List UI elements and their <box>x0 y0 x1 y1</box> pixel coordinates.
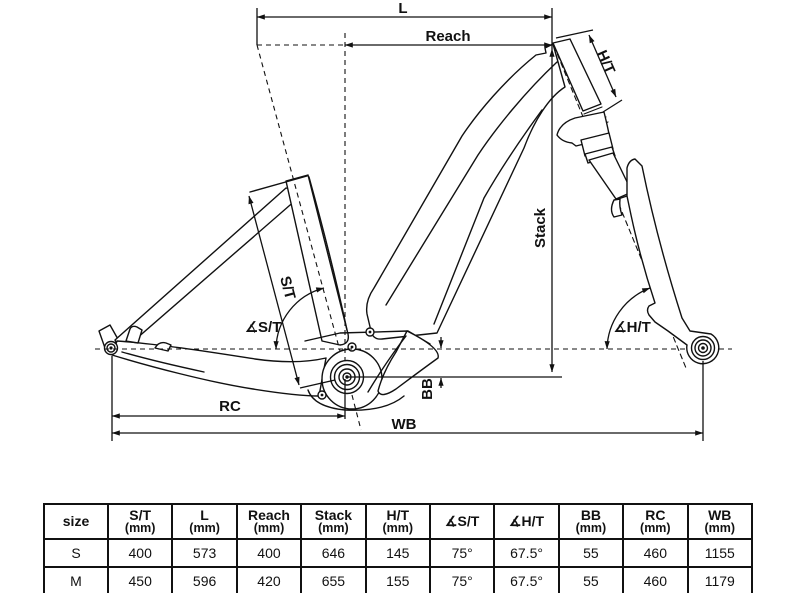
frame-geometry-diagram: L Reach H/T Stack S/T ∡S/T ∡H/T BB RC WB <box>95 0 732 441</box>
table-cell: 460 <box>622 538 689 568</box>
seat-tube-axis-dashed <box>256 44 362 431</box>
table-cell: 67.5° <box>493 538 560 568</box>
motor-fin <box>377 330 439 396</box>
table-cell: 420 <box>235 566 303 593</box>
dim-ht <box>588 34 617 98</box>
seat-tube <box>285 174 350 346</box>
table-row-size-s: S 400 573 400 646 145 75° 67.5° 55 460 1… <box>43 538 754 568</box>
table-cell: S <box>43 538 109 568</box>
table-cell: 400 <box>235 538 303 568</box>
table-header-row: size S/T(mm) L(mm) Reach(mm) Stack(mm) H… <box>43 503 754 540</box>
label-bb: BB <box>419 378 436 400</box>
motor-swoosh <box>367 335 407 393</box>
col-header-stack: Stack(mm) <box>300 503 367 540</box>
front-axle-hub <box>690 335 716 361</box>
col-header-st: S/T(mm) <box>106 503 174 540</box>
dim-angle-ht-arc <box>604 287 651 350</box>
table-cell: 145 <box>364 538 431 568</box>
label-rc: RC <box>219 398 241 415</box>
seat-tube-bevel <box>308 176 348 331</box>
table-cell: 75° <box>428 538 496 568</box>
table-cell: 1155 <box>686 538 754 568</box>
table-cell: 400 <box>106 538 174 568</box>
table-cell: 55 <box>557 538 625 568</box>
kickstand-mount <box>125 325 143 344</box>
table-cell: 646 <box>300 538 367 568</box>
col-header-l: L(mm) <box>171 503 238 540</box>
dimension-lines <box>111 8 704 441</box>
down-tube-seam-2 <box>433 109 543 325</box>
motor-bolts <box>317 327 375 400</box>
dim-ht-ext-bottom <box>602 99 623 113</box>
table-cell: 155 <box>364 566 431 593</box>
table-cell: 655 <box>300 566 367 593</box>
dim-ht-ext-top <box>555 29 594 39</box>
label-l: L <box>398 0 407 17</box>
table-cell: 55 <box>557 566 625 593</box>
table-cell: 460 <box>622 566 689 593</box>
table-row-size-m: M 450 596 420 655 155 75° 67.5° 55 460 1… <box>43 566 754 593</box>
table-cell: 75° <box>428 566 496 593</box>
table-cell: 596 <box>171 566 238 593</box>
down-tube-seam-1 <box>385 61 558 306</box>
table-cell: M <box>43 566 109 593</box>
fork-upper-leg <box>588 152 633 200</box>
label-reach: Reach <box>425 28 470 45</box>
table-cell: 1179 <box>686 566 754 593</box>
dim-st-ext-bottom <box>299 379 336 389</box>
bike-frame-drawing <box>98 38 720 411</box>
label-st: S/T <box>276 274 298 301</box>
chainstay-inner-line <box>121 351 205 373</box>
label-wb: WB <box>392 416 417 433</box>
dim-angle-st-arc <box>273 287 325 350</box>
col-header-angle-ht: ∡H/T <box>493 503 560 540</box>
rear-axle <box>103 340 119 356</box>
table-cell: 573 <box>171 538 238 568</box>
col-header-size: size <box>43 503 109 540</box>
table-cell: 67.5° <box>493 566 560 593</box>
seat-tube-top-face <box>249 175 308 193</box>
geometry-table: size S/T(mm) L(mm) Reach(mm) Stack(mm) H… <box>43 503 754 593</box>
down-tube <box>365 43 566 340</box>
label-angle-st: ∡S/T <box>245 319 282 336</box>
table-cell: 450 <box>106 566 174 593</box>
col-header-bb: BB(mm) <box>557 503 625 540</box>
label-ht: H/T <box>593 48 618 77</box>
col-header-rc: RC(mm) <box>622 503 689 540</box>
fork-leg-foot <box>610 198 623 218</box>
label-angle-ht: ∡H/T <box>613 319 651 336</box>
label-stack: Stack <box>532 207 549 248</box>
col-header-ht: H/T(mm) <box>364 503 431 540</box>
col-header-angle-st: ∡S/T <box>428 503 496 540</box>
col-header-reach: Reach(mm) <box>235 503 303 540</box>
col-header-wb: WB(mm) <box>686 503 754 540</box>
